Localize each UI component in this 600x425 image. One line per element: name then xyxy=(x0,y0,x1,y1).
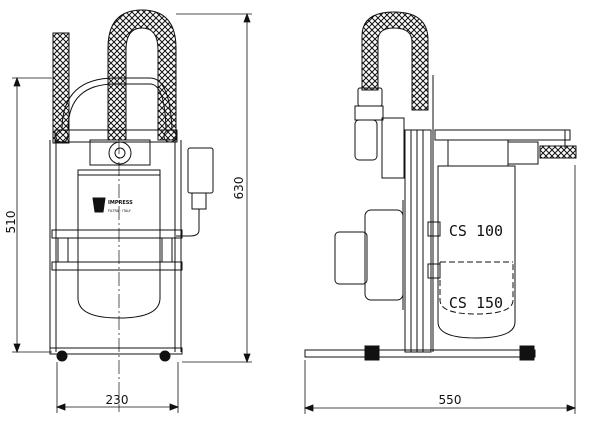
front-base xyxy=(49,347,183,355)
dimension-side-width: 550 xyxy=(439,393,462,407)
side-hose xyxy=(361,11,429,111)
capacity-label-upper: CS 100 xyxy=(449,222,503,240)
side-upright xyxy=(404,129,432,353)
side-motor xyxy=(364,209,404,301)
brand-subline: FILTRA · ITALY xyxy=(108,209,132,213)
side-filter-canister xyxy=(437,165,516,339)
capacity-label-lower: CS 150 xyxy=(449,294,503,312)
front-hose-outer xyxy=(107,9,177,141)
side-base xyxy=(304,349,536,358)
front-pump-head xyxy=(89,139,151,166)
dimension-overall-height: 630 xyxy=(232,177,246,200)
dimension-frame-height: 510 xyxy=(4,211,18,234)
dimension-front-width: 230 xyxy=(106,393,129,407)
front-electric-box xyxy=(187,147,214,194)
front-view xyxy=(49,9,214,412)
side-view xyxy=(304,11,577,361)
front-top-bar xyxy=(54,129,178,143)
side-dimension-lines xyxy=(303,165,577,414)
front-lifting-arch xyxy=(61,77,173,131)
brand-name: IMPRESS xyxy=(108,200,133,206)
front-left-hose xyxy=(52,32,70,144)
front-dimension-lines xyxy=(12,12,252,413)
side-outlet-pipe xyxy=(434,129,571,141)
